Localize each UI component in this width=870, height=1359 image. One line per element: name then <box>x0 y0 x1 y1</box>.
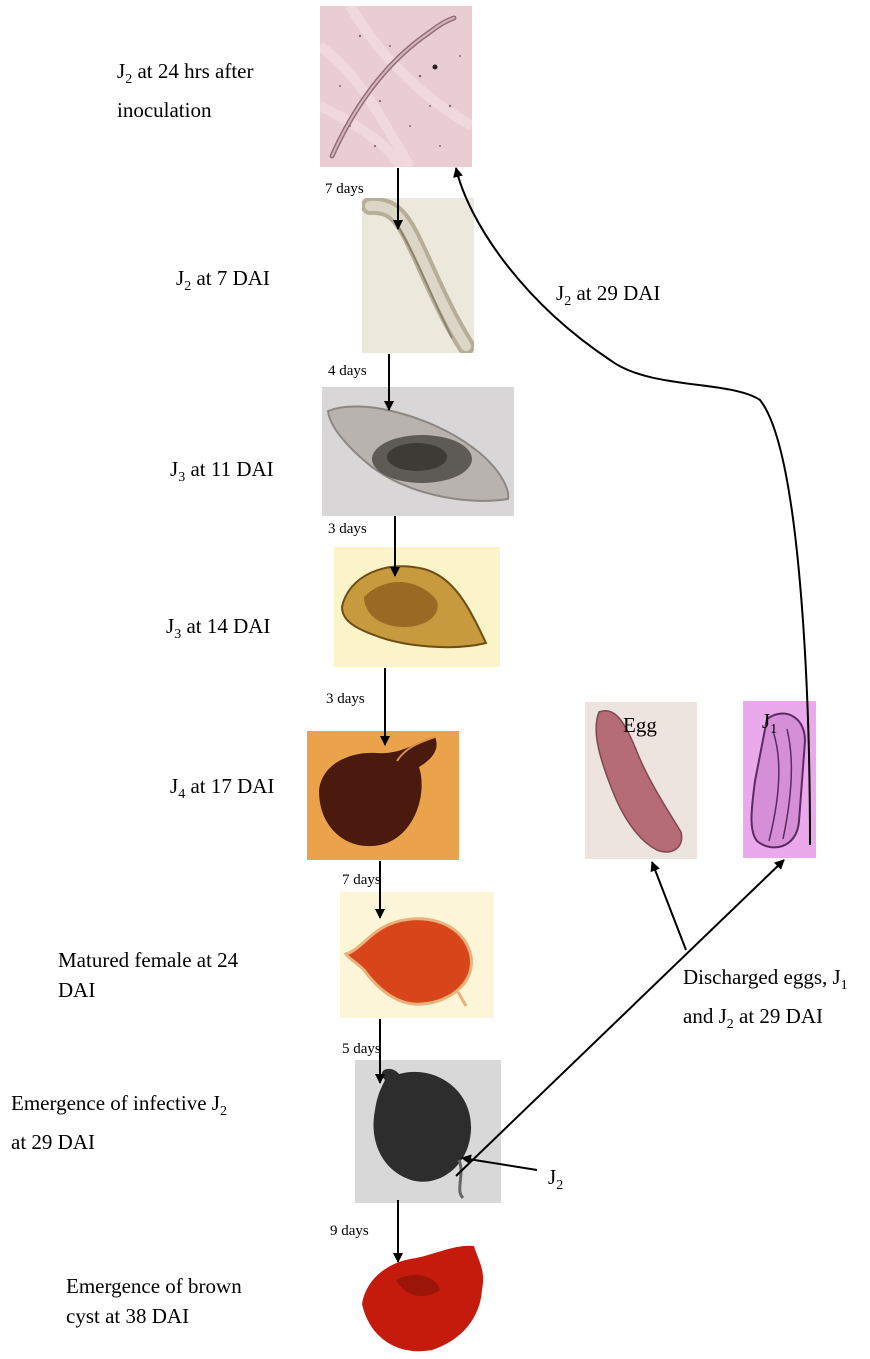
micrograph-j1 <box>743 701 816 858</box>
stage-label-infective-j2: Emergence of infective J2 at 29 DAI <box>11 1088 227 1157</box>
stage-label-matured-female: Matured female at 24 DAI <box>58 945 238 1005</box>
loop-label-suffix: at 29 DAI <box>571 281 660 305</box>
j1-label-subscript: 1 <box>770 722 777 737</box>
discharge-label-line1-subscript: 1 <box>841 978 848 993</box>
stage-label-infective-j2-subscript: 2 <box>220 1104 227 1119</box>
micrograph-j2-24hrs <box>320 6 472 167</box>
micrograph-brown-cyst <box>356 1240 492 1354</box>
micrograph-j4-17dai <box>307 731 459 860</box>
j1-label-prefix: J <box>762 709 770 733</box>
stage-label-infective-j2-prefix: Emergence of infective J <box>11 1091 220 1115</box>
pointer-label-subscript: 2 <box>556 1178 563 1193</box>
interval-label-7-days: 7 days <box>325 180 364 198</box>
stage-label-j2-7dai-prefix: J <box>176 266 184 290</box>
stage-label-j3-11dai-prefix: J <box>170 457 178 481</box>
discharge-label-line2-suffix: at 29 DAI <box>734 1004 823 1028</box>
stage-label-j3-11dai-suffix: at 11 DAI <box>185 457 273 481</box>
loop-label-prefix: J <box>556 281 564 305</box>
stage-label-matured-female-line2: DAI <box>58 978 95 1002</box>
discharge-label-line2-prefix: and J <box>683 1004 727 1028</box>
stage-label-j3-14dai-prefix: J <box>166 614 174 638</box>
interval-label-3-days-b: 3 days <box>326 690 365 708</box>
interval-label-5-days: 5 days <box>342 1040 381 1058</box>
micrograph-j3-11dai <box>322 387 514 516</box>
stage-label-brown-cyst-line1: Emergence of brown <box>66 1274 242 1298</box>
interval-label-9-days: 9 days <box>330 1222 369 1240</box>
micrograph-matured-female <box>340 892 494 1018</box>
loop-label-j2-29dai: J2 at 29 DAI <box>556 278 660 317</box>
stage-label-j2-24hrs-line2: inoculation <box>117 98 211 122</box>
stage-label-j3-14dai: J3 at 14 DAI <box>166 611 270 650</box>
micrograph-j3-14dai <box>334 547 500 667</box>
stage-label-brown-cyst-line2: cyst at 38 DAI <box>66 1304 189 1328</box>
discharge-label-line2-subscript: 2 <box>727 1017 734 1032</box>
interval-label-7-days-b: 7 days <box>342 871 381 889</box>
arrow-discharge-to-egg <box>652 862 686 950</box>
discharge-label: Discharged eggs, J1 and J2 at 29 DAI <box>683 962 848 1040</box>
stage-label-j2-24hrs-prefix: J <box>117 59 125 83</box>
micrograph-emergence-29dai <box>355 1060 501 1203</box>
stage-label-j2-7dai: J2 at 7 DAI <box>176 263 270 302</box>
stage-label-j4-17dai-prefix: J <box>170 774 178 798</box>
micrograph-j2-7dai <box>362 198 474 353</box>
pointer-label-j2: J2 <box>548 1162 563 1201</box>
stage-label-matured-female-line1: Matured female at 24 <box>58 948 238 972</box>
interval-label-4-days: 4 days <box>328 362 367 380</box>
stage-label-j3-11dai: J3 at 11 DAI <box>170 454 274 493</box>
stage-label-j2-24hrs-suffix: at 24 hrs after <box>132 59 253 83</box>
stage-label-j4-17dai-suffix: at 17 DAI <box>185 774 274 798</box>
stage-label-j4-17dai: J4 at 17 DAI <box>170 771 274 810</box>
stage-label-j3-14dai-suffix: at 14 DAI <box>181 614 270 638</box>
stage-label-j2-7dai-suffix: at 7 DAI <box>191 266 270 290</box>
j1-label: J1 <box>762 706 777 745</box>
egg-label: Egg <box>623 710 657 740</box>
stage-label-infective-j2-line2: at 29 DAI <box>11 1130 95 1154</box>
interval-label-3-days-a: 3 days <box>328 520 367 538</box>
stage-label-j2-24hrs: J2 at 24 hrs after inoculation <box>117 56 253 125</box>
pointer-label-prefix: J <box>548 1165 556 1189</box>
discharge-label-line1: Discharged eggs, J <box>683 965 841 989</box>
stage-label-brown-cyst: Emergence of brown cyst at 38 DAI <box>66 1271 242 1331</box>
